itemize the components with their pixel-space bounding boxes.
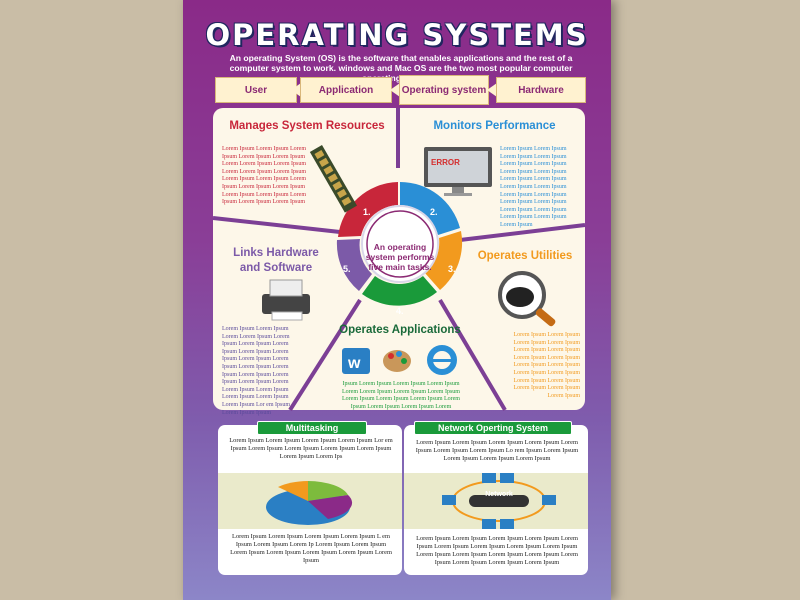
poster-title: OPERATING SYSTEMS — [205, 18, 589, 52]
bug-magnifier-icon — [498, 271, 556, 327]
pie-chart-icon — [266, 481, 353, 525]
network-top-text: Lorem Ipsum Lorem Ipsum Lorem Ipsum Lore… — [415, 439, 579, 462]
flow-arrow-icon — [487, 83, 497, 97]
task-4-text: Ipsum Lorem Ipsum Lorem Ipsum Lorem Ipsu… — [342, 381, 460, 410]
task-4-title: Operates Applications — [339, 324, 461, 336]
task-2-title: Monitors Performance — [433, 120, 556, 132]
task-5-title: Links Hardware and Software — [233, 247, 319, 274]
segment-1 — [338, 182, 398, 237]
center-text: An operating system performs five main t… — [365, 242, 435, 272]
task-2-text: Lorem Ipsum Lorem Ipsum Lorem Ipsum Lore… — [500, 146, 567, 228]
multitasking-bottom-text: Lorem Ipsum Lorem Ipsum Lorem Ipsum Lore… — [230, 533, 392, 564]
network-box: Lorem Ipsum Lorem Ipsum Lorem Ipsum Lore… — [404, 425, 588, 575]
task-1-title: Manages System Resources — [229, 120, 385, 132]
flow-user: User — [215, 77, 297, 103]
memory-icon — [309, 145, 357, 213]
error-screen-text: ERROR — [431, 158, 460, 167]
task-5-text: Lorem Ipsum Lorem Ipsum Lorem Lorem Ipsu… — [222, 326, 290, 416]
section-dividers — [212, 108, 586, 412]
segment-3-number: 3. — [448, 264, 456, 274]
flow-application: Application — [300, 77, 392, 103]
segment-4 — [362, 276, 437, 306]
svg-text:w: w — [347, 355, 361, 372]
flow-arrow-icon — [390, 83, 400, 97]
segment-3 — [425, 231, 463, 290]
flow-operating-system: Operating system — [399, 75, 489, 105]
flow-hardware: Hardware — [496, 77, 586, 103]
app-icons: w — [342, 345, 457, 375]
segment-5 — [336, 239, 372, 291]
task-3-text: Lorem Ipsum Lorem Ipsum Lorem Ipsum Lore… — [513, 332, 581, 399]
task-3-title: Operates Utilities — [477, 250, 573, 262]
segment-4-number: 4. — [396, 306, 404, 316]
multitasking-title: Multitasking — [257, 421, 367, 435]
tasks-ring — [336, 181, 463, 306]
monitor-icon — [424, 147, 492, 196]
printer-icon — [262, 279, 310, 321]
network-icon — [442, 473, 556, 529]
network-label: Network — [485, 491, 513, 498]
network-title: Network Operting System — [414, 421, 572, 435]
segment-1-number: 1. — [363, 207, 371, 217]
task-1-text: Lorem Ipsum Lorem Ipsum Lorem Ipsum Lore… — [222, 146, 306, 206]
segment-2-number: 2. — [430, 207, 438, 217]
segment-5-number: 5. — [343, 264, 351, 274]
multitasking-box: Lorem Ipsum Lorem Ipsum Lorem Ipsum Lore… — [218, 425, 402, 575]
network-bottom-text: Lorem Ipsum Lorem Ipsum Lorem Ipsum Lore… — [416, 535, 578, 566]
flow-arrow-icon — [291, 83, 301, 97]
multitasking-top-text: Lorem Ipsum Lorem Ipsum Lorem Ipsum Lore… — [229, 437, 393, 460]
segment-2 — [400, 181, 460, 235]
